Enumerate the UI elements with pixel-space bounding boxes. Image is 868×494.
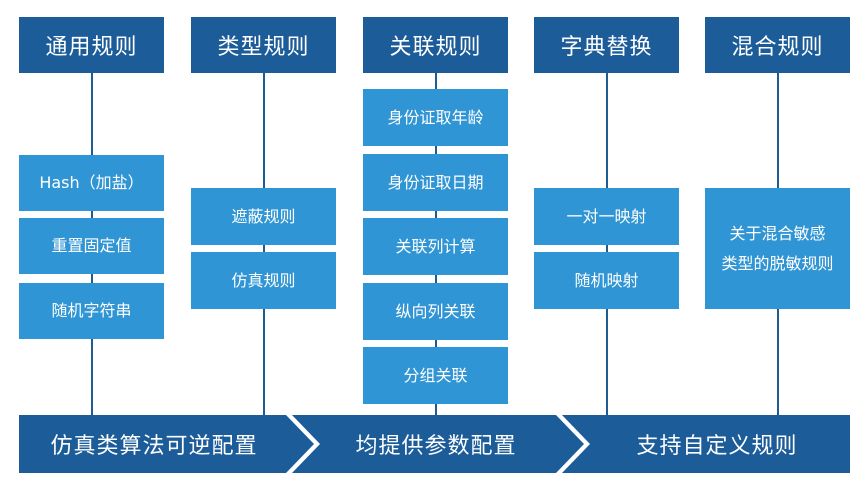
rule-masking: 遮蔽规则: [191, 188, 336, 245]
rule-mixed-sensitive: 关于混合敏感 类型的脱敏规则: [705, 188, 850, 309]
rule-reset-fixed-value: 重置固定值: [19, 218, 164, 274]
rule-id-card-age: 身份证取年龄: [363, 89, 508, 146]
rule-related-column-calc: 关联列计算: [363, 218, 508, 275]
header-general-rules: 通用规则: [19, 17, 164, 73]
header-dictionary-replace: 字典替换: [534, 17, 679, 73]
rule-vertical-column-relation: 纵向列关联: [363, 283, 508, 340]
rule-hash-salted: Hash（加盐）: [19, 155, 164, 211]
band-segment-1: [19, 415, 314, 473]
header-relation-rules: 关联规则: [363, 17, 508, 73]
band-segment-2: [292, 415, 584, 473]
band-label-custom-rules: 支持自定义规则: [636, 434, 798, 459]
rule-one-to-one-mapping: 一对一映射: [534, 188, 679, 245]
header-type-rules: 类型规则: [191, 17, 336, 73]
rule-simulation: 仿真规则: [191, 252, 336, 309]
header-mixed-rules: 混合规则: [705, 17, 850, 73]
band-label-parameter-config: 均提供参数配置: [355, 434, 517, 459]
rule-random-string: 随机字符串: [19, 283, 164, 339]
band-segment-3: [562, 415, 850, 473]
mixed-rule-line-2: 类型的脱敏规则: [721, 253, 834, 273]
rule-random-mapping: 随机映射: [534, 252, 679, 309]
rule-group-relation: 分组关联: [363, 347, 508, 404]
mixed-rule-line-1: 关于混合敏感: [729, 223, 826, 243]
rule-id-card-date: 身份证取日期: [363, 154, 508, 211]
band-label-reversible: 仿真类算法可逆配置: [50, 434, 258, 459]
